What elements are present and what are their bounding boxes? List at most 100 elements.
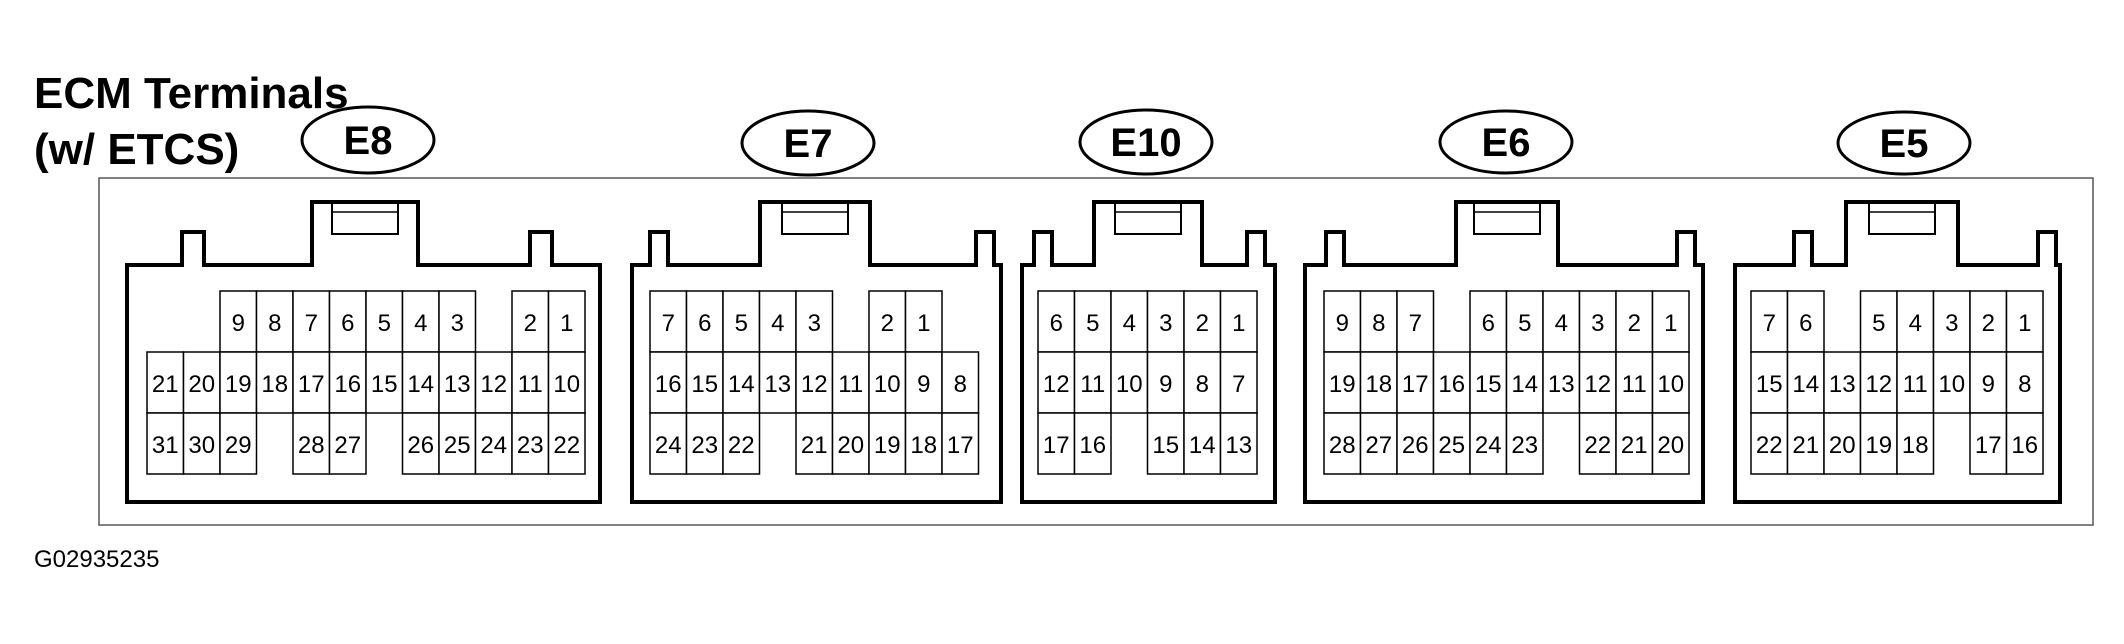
terminal-cell: [722, 412, 761, 475]
terminal-number: 19: [225, 371, 252, 398]
terminal-number: 14: [1511, 371, 1538, 398]
terminal-cell: [1219, 290, 1258, 353]
terminal-cell: [146, 412, 185, 475]
terminal-number: 4: [1123, 310, 1136, 337]
terminal-cell: [649, 290, 688, 353]
terminal-cell: [328, 412, 367, 475]
terminal-cell: [1750, 290, 1789, 353]
terminal-cell: [904, 290, 943, 353]
terminal-number: 9: [232, 310, 245, 337]
connector-shell: [125, 200, 602, 504]
terminal-number: 20: [1829, 432, 1856, 459]
terminal-cell: [795, 412, 834, 475]
terminal-number: 5: [1086, 310, 1099, 337]
connector-label: E10: [1110, 121, 1181, 165]
terminal-cell: [1073, 412, 1112, 475]
terminal-number: 13: [444, 371, 471, 398]
terminal-number: 28: [298, 432, 325, 459]
terminal-cell: [722, 351, 761, 414]
terminal-number: 25: [444, 432, 471, 459]
terminal-cell: [182, 412, 221, 475]
terminal-number: 19: [874, 432, 901, 459]
terminal-number: 2: [1196, 310, 1209, 337]
terminal-cell: [2005, 412, 2044, 475]
terminal-number: 27: [334, 432, 361, 459]
terminal-cell: [1651, 412, 1690, 475]
terminal-cell: [1469, 290, 1508, 353]
terminal-number: 13: [1548, 371, 1575, 398]
terminal-number: 29: [225, 432, 252, 459]
terminal-cell: [758, 351, 797, 414]
terminal-cell: [1073, 351, 1112, 414]
terminal-number: 15: [1756, 371, 1783, 398]
terminal-number: 23: [517, 432, 544, 459]
terminal-number: 11: [518, 371, 543, 398]
terminal-number: 14: [1792, 371, 1819, 398]
terminal-cell: [1469, 412, 1508, 475]
terminal-number: 12: [1584, 371, 1611, 398]
terminal-cell: [1037, 351, 1076, 414]
terminal-number: 24: [655, 432, 682, 459]
terminal-number: 27: [1365, 432, 1392, 459]
terminal-cell: [868, 351, 907, 414]
terminal-number: 12: [480, 371, 507, 398]
terminal-number: 13: [764, 371, 791, 398]
terminal-cell: [795, 351, 834, 414]
terminal-cell: [1146, 290, 1185, 353]
terminal-number: 6: [1799, 310, 1812, 337]
terminal-number: 1: [1232, 310, 1245, 337]
terminal-number: 13: [1225, 432, 1252, 459]
terminal-cell: [2005, 351, 2044, 414]
terminal-number: 6: [1482, 310, 1495, 337]
terminal-number: 6: [698, 310, 711, 337]
terminal-cell: [1786, 412, 1825, 475]
terminal-number: 25: [1438, 432, 1465, 459]
terminal-number: 5: [1872, 310, 1885, 337]
terminal-number: 28: [1329, 432, 1356, 459]
terminal-cell: [1896, 412, 1935, 475]
terminal-cell: [292, 351, 331, 414]
connector-label-ellipse: [1836, 110, 1972, 176]
terminal-number: 2: [524, 310, 537, 337]
terminal-number: 1: [1664, 310, 1677, 337]
terminal-number: 21: [1621, 432, 1648, 459]
terminal-number: 15: [371, 371, 398, 398]
terminal-cell: [1219, 351, 1258, 414]
terminal-cell: [401, 290, 440, 353]
connector-label: E8: [344, 119, 393, 163]
terminal-number: 22: [1584, 432, 1611, 459]
terminal-number: 18: [261, 371, 288, 398]
terminal-number: 9: [1159, 371, 1172, 398]
terminal-number: 4: [1555, 310, 1568, 337]
terminal-cell: [1542, 351, 1581, 414]
terminal-cell: [1932, 290, 1971, 353]
terminal-number: 5: [1518, 310, 1531, 337]
terminal-cell: [1432, 351, 1471, 414]
terminal-number: 1: [2018, 310, 2031, 337]
terminal-number: 18: [1365, 371, 1392, 398]
terminal-number: 17: [1402, 371, 1429, 398]
terminal-number: 6: [341, 310, 354, 337]
terminal-cell: [1969, 290, 2008, 353]
terminal-number: 9: [917, 371, 930, 398]
terminal-number: 16: [1079, 432, 1106, 459]
terminal-cell: [474, 351, 513, 414]
terminal-cell: [1578, 412, 1617, 475]
terminal-cell: [292, 412, 331, 475]
connector-key-slot: [1114, 201, 1182, 235]
terminal-number: 5: [378, 310, 391, 337]
terminal-number: 10: [1657, 371, 1684, 398]
connector-shell: [1020, 200, 1277, 504]
terminal-number: 6: [1050, 310, 1063, 337]
terminal-number: 3: [451, 310, 464, 337]
terminal-number: 14: [407, 371, 434, 398]
terminal-cell: [1505, 290, 1544, 353]
terminal-cell: [831, 351, 870, 414]
terminal-cell: [1651, 351, 1690, 414]
terminal-number: 7: [305, 310, 318, 337]
connector-label-ellipse: [300, 105, 436, 175]
terminal-cell: [1396, 351, 1435, 414]
